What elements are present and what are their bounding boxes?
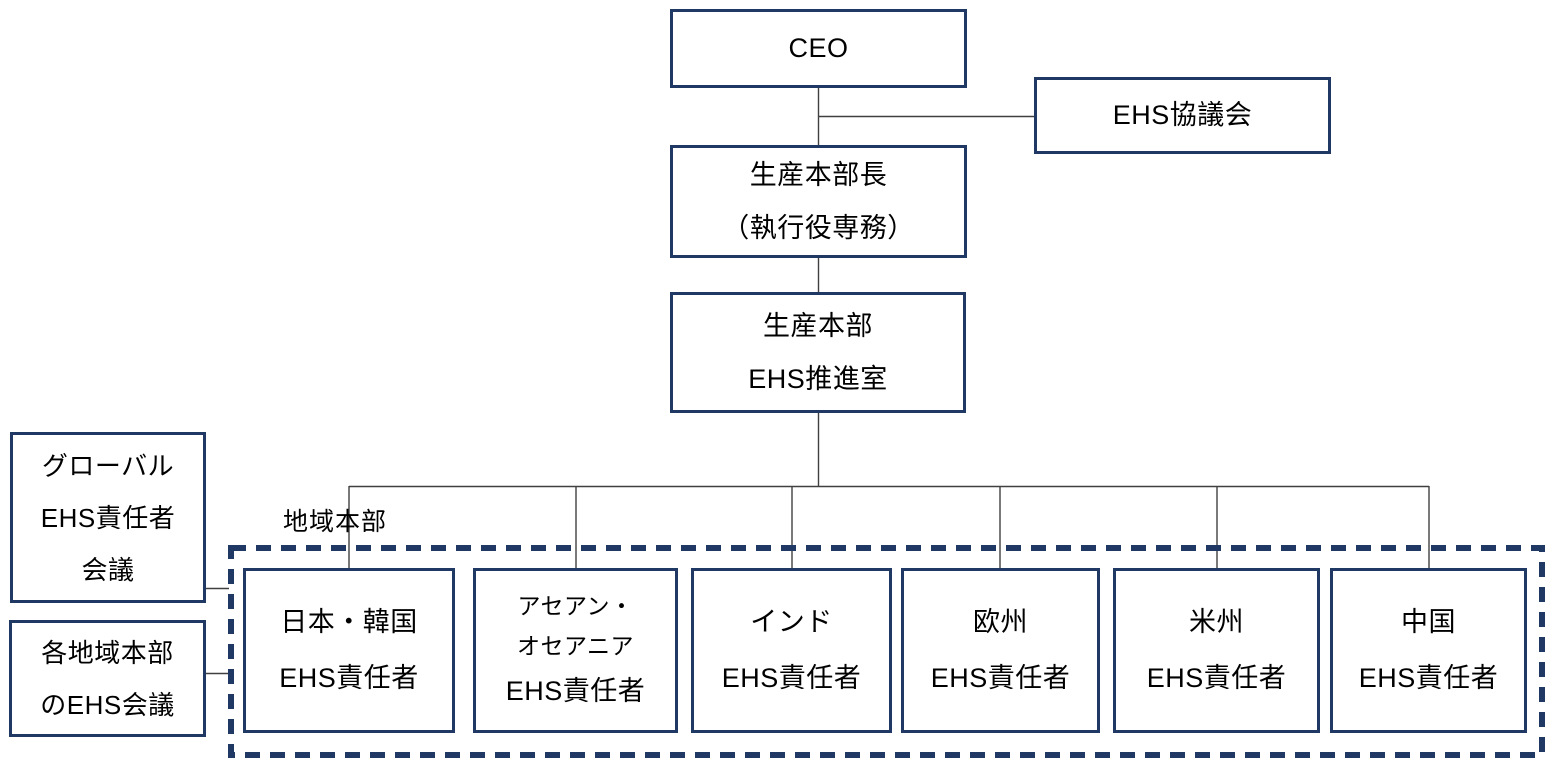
node-ehs-council-label: EHS協議会 (1112, 100, 1253, 131)
node-ehs-office-line1: 生産本部 (763, 310, 873, 341)
node-region-china: 中国 EHS責任者 (1330, 568, 1527, 733)
region-americas-line1: 米州 (1189, 607, 1244, 638)
region-americas-line2: EHS責任者 (1146, 662, 1287, 693)
region-japan-korea-line2: EHS責任者 (279, 662, 419, 693)
node-regional-meeting-line1: 各地域本部 (41, 637, 174, 668)
node-region-americas: 米州 EHS責任者 (1113, 568, 1320, 733)
node-global-meeting-line2: EHS責任者 (40, 502, 176, 533)
node-region-europe: 欧州 EHS責任者 (901, 568, 1100, 733)
node-ceo: CEO (670, 9, 967, 88)
region-japan-korea-line1: 日本・韓国 (280, 607, 418, 638)
node-region-japan-korea: 日本・韓国 EHS責任者 (243, 568, 455, 733)
node-global-meeting-line3: 会議 (81, 554, 135, 585)
node-ehs-office-line2: EHS推進室 (748, 363, 888, 394)
node-global-ehs-meeting: グローバル EHS責任者 会議 (10, 432, 206, 603)
node-regional-hq-meeting: 各地域本部 のEHS会議 (9, 620, 206, 737)
region-asean-line2: オセアニア (516, 633, 635, 660)
node-production-head: 生産本部長 （執行役専務） (670, 145, 967, 258)
node-ceo-label: CEO (788, 33, 849, 64)
node-production-head-line1: 生産本部長 (749, 159, 888, 190)
region-china-line2: EHS責任者 (1358, 662, 1499, 693)
node-regional-meeting-line2: のEHS会議 (40, 689, 175, 720)
region-asean-line1: アセアン・ (517, 592, 634, 619)
region-group-dashed-border (228, 545, 1545, 758)
node-production-head-line2: （執行役専務） (722, 212, 915, 243)
node-ehs-promotion-office: 生産本部 EHS推進室 (670, 292, 966, 413)
region-india-line2: EHS責任者 (721, 662, 862, 693)
region-europe-line2: EHS責任者 (930, 662, 1071, 693)
region-china-line1: 中国 (1401, 607, 1456, 638)
node-ehs-council: EHS協議会 (1034, 77, 1331, 154)
region-asean-line3: EHS責任者 (505, 676, 646, 707)
node-region-india: インド EHS責任者 (691, 568, 892, 733)
region-india-line1: インド (750, 607, 833, 638)
region-europe-line1: 欧州 (973, 607, 1028, 638)
region-group-label: 地域本部 (283, 508, 388, 536)
node-global-meeting-line1: グローバル (41, 450, 175, 481)
node-region-asean-oceania: アセアン・ オセアニア EHS責任者 (473, 568, 678, 733)
